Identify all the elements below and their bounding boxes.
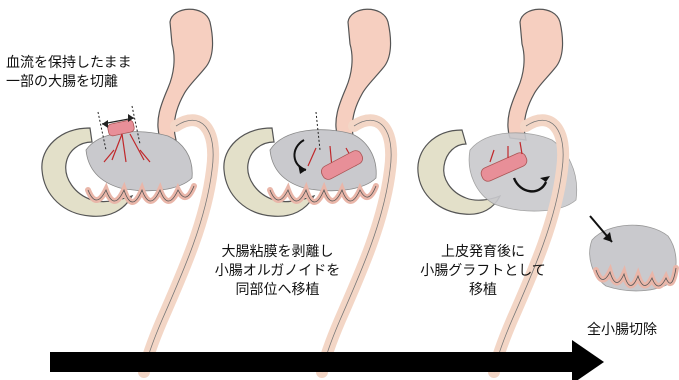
step-3-caption: 上皮発育後に 小腸グラフトとして 移植 xyxy=(408,243,558,300)
panel-3-illustration xyxy=(418,9,577,372)
panel-2-illustration xyxy=(224,9,391,372)
mesentery-1 xyxy=(86,132,192,191)
step-4-caption: 全小腸切除 xyxy=(587,321,657,340)
step-1-caption: 血流を保持したまま 一部の大腸を切離 xyxy=(6,54,132,92)
step-2-caption: 大腸粘膜を剥離し 小腸オルガノイドを 同部位へ移植 xyxy=(190,243,365,300)
panel-4-illustration xyxy=(590,216,676,291)
